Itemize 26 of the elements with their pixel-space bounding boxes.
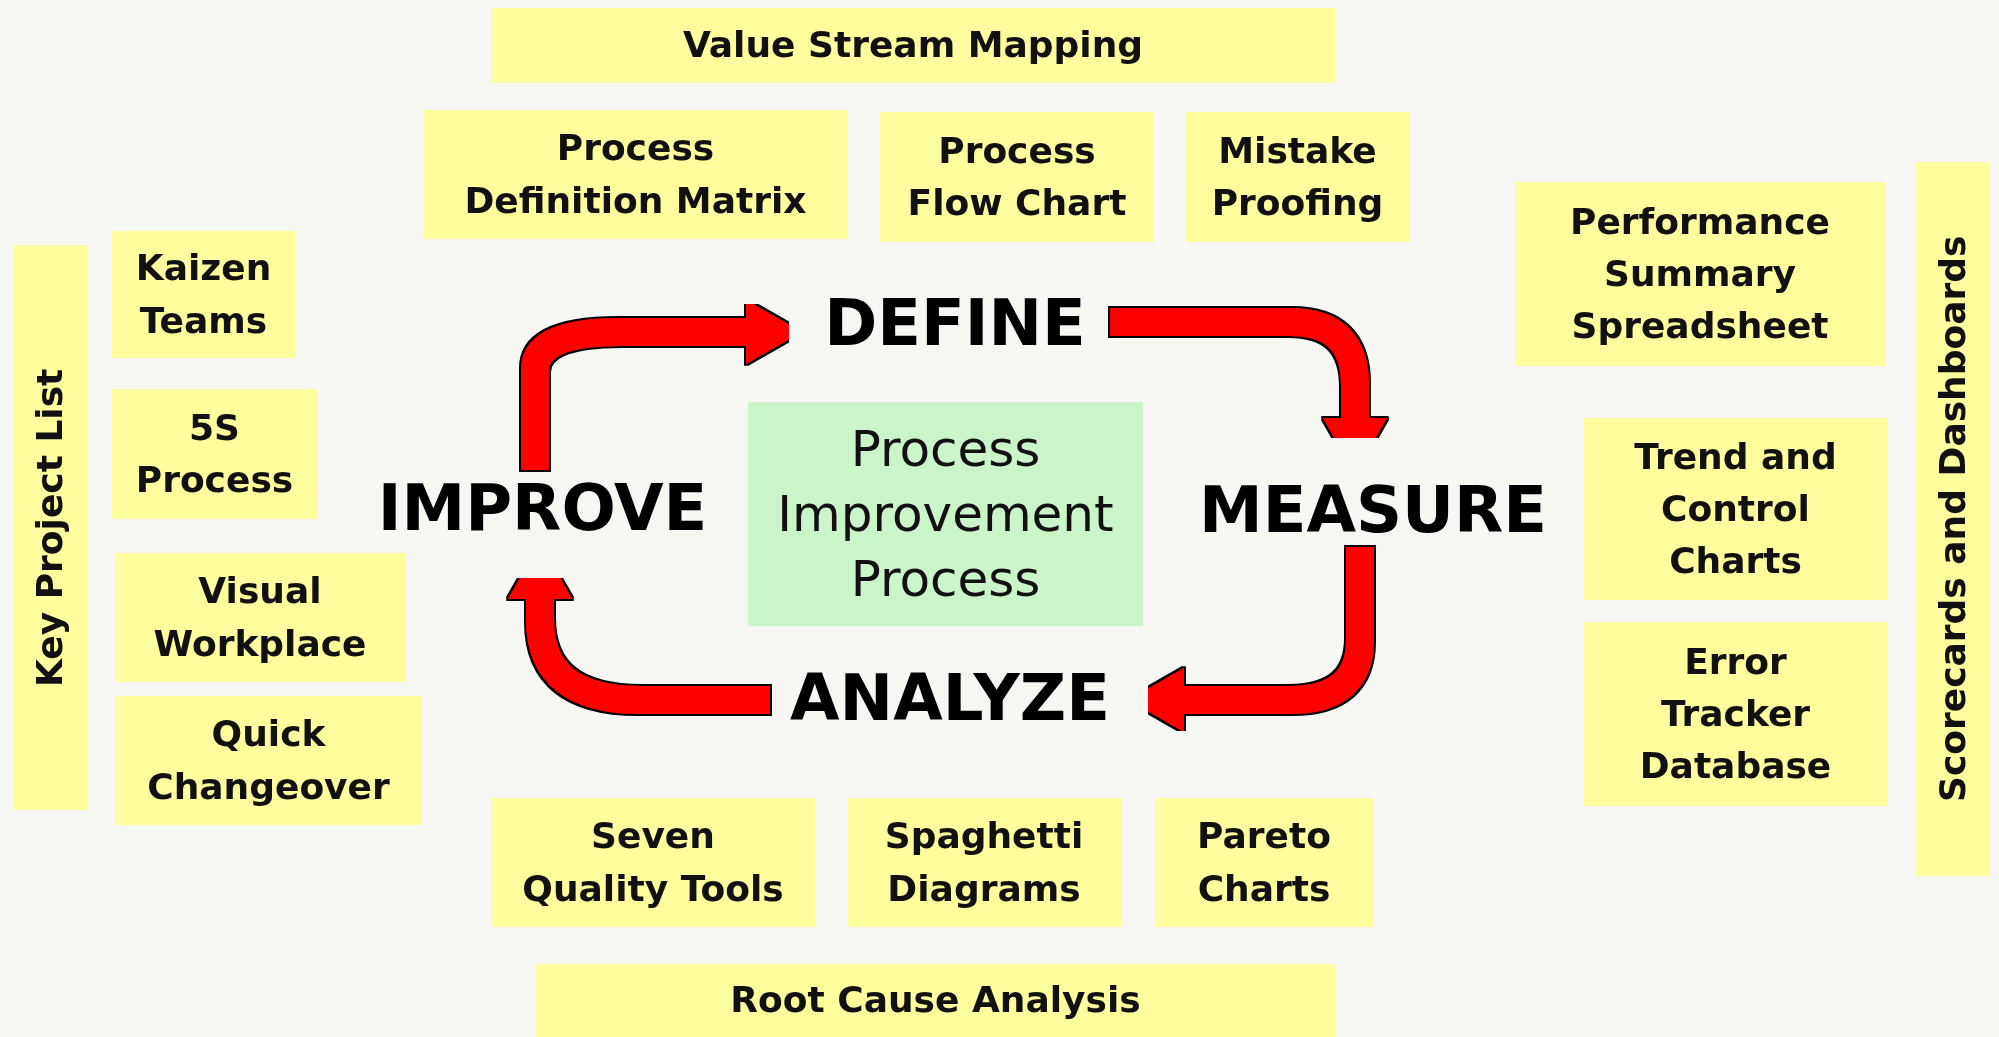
curved-arrow bbox=[1110, 308, 1387, 474]
phase-label: DEFINE bbox=[800, 285, 1110, 360]
phase-label: IMPROVE bbox=[365, 470, 720, 545]
tool-card: Key Project List bbox=[13, 245, 88, 810]
tool-card: 5S Process bbox=[112, 389, 317, 519]
curved-arrow bbox=[521, 300, 802, 470]
curved-arrow bbox=[508, 543, 770, 714]
tool-card: Kaizen Teams bbox=[112, 231, 295, 358]
phase-label: MEASURE bbox=[1183, 472, 1563, 547]
tool-card: Quick Changeover bbox=[115, 696, 422, 825]
tool-card: Root Cause Analysis bbox=[535, 964, 1336, 1037]
tool-card: Pareto Charts bbox=[1155, 798, 1373, 927]
curved-arrow bbox=[1128, 547, 1374, 732]
tool-card: Seven Quality Tools bbox=[491, 798, 815, 927]
tool-card: Process Definition Matrix bbox=[423, 110, 848, 239]
tool-card: Mistake Proofing bbox=[1186, 112, 1409, 242]
tool-card: Scorecards and Dashboards bbox=[1916, 162, 1990, 876]
phase-label: ANALYZE bbox=[770, 660, 1130, 735]
tool-card: Spaghetti Diagrams bbox=[847, 798, 1121, 927]
tool-card: Error Tracker Database bbox=[1583, 622, 1888, 806]
tool-card: Visual Workplace bbox=[115, 553, 405, 682]
tool-card: Value Stream Mapping bbox=[491, 8, 1335, 83]
center-panel: Process Improvement Process bbox=[748, 402, 1143, 626]
tool-card: Process Flow Chart bbox=[880, 112, 1154, 242]
tool-card: Performance Summary Spreadsheet bbox=[1515, 182, 1885, 366]
tool-card: Trend and Control Charts bbox=[1583, 418, 1888, 600]
